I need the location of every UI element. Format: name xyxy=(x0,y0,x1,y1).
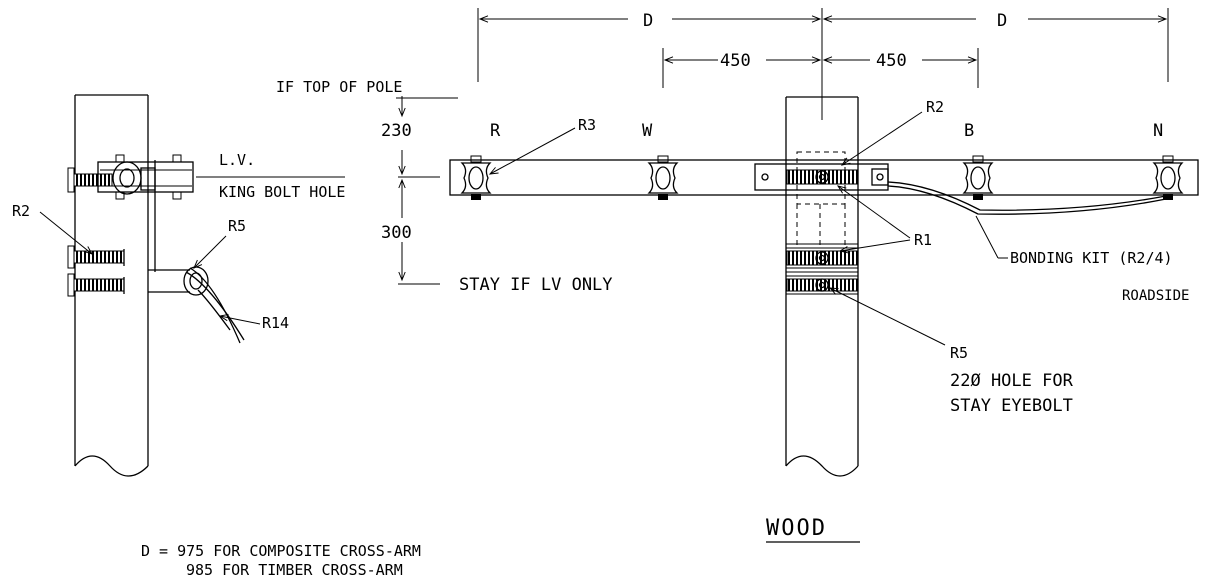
stay-eyebolt xyxy=(148,266,245,344)
dim-d-right: D xyxy=(997,11,1007,31)
hole-label-line1: 22Ø HOLE FOR xyxy=(950,371,1074,391)
dim-230: 230 xyxy=(381,121,412,141)
dim-d-left: D xyxy=(643,11,653,31)
ref-r5-side: R5 xyxy=(228,217,246,235)
dimension-lines xyxy=(477,8,1169,120)
note-line2: 985 FOR TIMBER CROSS-ARM xyxy=(186,561,403,579)
vertical-dimensions xyxy=(398,96,440,285)
dim-300: 300 xyxy=(381,223,412,243)
if-top-of-pole-label: IF TOP OF POLE xyxy=(276,78,402,96)
cross-arm xyxy=(449,159,1199,196)
side-bolt-lower xyxy=(67,273,125,297)
ref-r2-front: R2 xyxy=(926,98,944,116)
ref-r2-side: R2 xyxy=(12,202,30,220)
roadside-label: ROADSIDE xyxy=(1122,288,1189,304)
ref-r1: R1 xyxy=(914,231,932,249)
king-bolt-plate xyxy=(754,163,889,191)
insulator-w xyxy=(647,155,679,200)
insulator-b xyxy=(962,155,994,200)
phase-n: N xyxy=(1153,121,1163,141)
phase-r: R xyxy=(490,121,501,141)
front-bolt-upper xyxy=(785,243,859,273)
insulator-r xyxy=(460,155,492,200)
ref-r3: R3 xyxy=(578,116,596,134)
insulator-n xyxy=(1152,155,1184,200)
dim-450-right: 450 xyxy=(876,51,907,71)
side-bolt-upper xyxy=(67,245,125,269)
bonding-kit-label: BONDING KIT (R2/4) xyxy=(1010,249,1173,267)
front-pole xyxy=(785,96,859,477)
stay-if-lv-only-label: STAY IF LV ONLY xyxy=(459,275,613,295)
ref-r14: R14 xyxy=(262,314,289,332)
phase-w: W xyxy=(642,121,653,141)
bonding-wire xyxy=(887,181,1167,215)
side-view: L.V. KING BOLT HOLE R2 R5 R14 xyxy=(12,94,345,477)
lv-label: L.V. xyxy=(219,151,255,169)
hole-label-line2: STAY EYEBOLT xyxy=(950,396,1073,416)
note-line1: D = 975 FOR COMPOSITE CROSS-ARM xyxy=(141,542,421,560)
view-title: WOOD xyxy=(766,516,827,541)
hidden-lines xyxy=(796,151,846,246)
dim-450-left: 450 xyxy=(720,51,751,71)
king-bolt-hole-label: KING BOLT HOLE xyxy=(219,183,345,201)
front-bolt-lower xyxy=(785,275,859,295)
side-insulator-assembly xyxy=(67,154,194,272)
ref-r5-front: R5 xyxy=(950,344,968,362)
phase-b: B xyxy=(964,121,974,141)
